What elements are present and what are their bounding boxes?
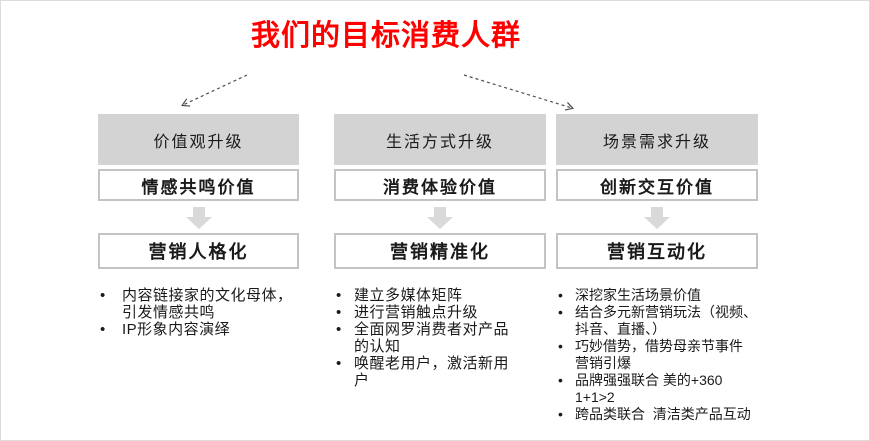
dashed-arrow-right	[463, 74, 575, 111]
bullet-item: • IP形象内容演绎	[98, 321, 309, 338]
bullet-text: 深挖家生活场景价值	[575, 287, 701, 303]
bullet-item: • 巧妙借势，借势母亲节事件 营销引爆	[556, 338, 768, 372]
bullet-dot-icon: •	[100, 287, 106, 304]
bullet-dot-icon: •	[336, 287, 342, 304]
column-header: 价值观升级	[98, 114, 299, 165]
column-header: 场景需求升级	[556, 114, 758, 165]
bullet-text: 唤醒老用户，激活新用 户	[354, 355, 510, 389]
bullet-text: 跨品类联合 清洁类产品互动	[575, 406, 751, 422]
bullet-text: 内容链接家的文化母体， 引发情感共鸣	[122, 287, 293, 321]
bullet-item: • 结合多元新营销玩法（视频、 抖音、直播、）	[556, 304, 768, 338]
value-box: 消费体验价值	[334, 169, 546, 201]
down-arrow-head	[644, 217, 670, 229]
strategy-box: 营销人格化	[98, 233, 299, 269]
bullet-item: • 跨品类联合 清洁类产品互动	[556, 406, 768, 423]
bullet-dot-icon: •	[558, 287, 563, 303]
bullet-item: • 深挖家生活场景价值	[556, 287, 768, 304]
bullet-item: • 建立多媒体矩阵	[334, 287, 556, 304]
bullet-dot-icon: •	[558, 338, 563, 354]
down-arrow-stem	[434, 207, 446, 217]
bullet-text: 全面网罗消费者对产品 的认知	[354, 321, 510, 355]
bullet-item: • 全面网罗消费者对产品 的认知	[334, 321, 556, 355]
down-arrow-head	[427, 217, 453, 229]
down-arrow-stem	[192, 207, 205, 217]
bullet-dot-icon: •	[336, 304, 342, 321]
bullet-item: • 进行营销触点升级	[334, 304, 556, 321]
bullet-item: • 唤醒老用户，激活新用 户	[334, 355, 556, 389]
bullet-dot-icon: •	[336, 355, 342, 372]
down-arrow-icon	[644, 207, 670, 229]
bullet-text: IP形象内容演绎	[122, 321, 231, 338]
bullet-list: • 深挖家生活场景价值 • 结合多元新营销玩法（视频、 抖音、直播、） • 巧妙借势，…	[556, 287, 768, 423]
dashed-arrow-left	[180, 74, 248, 107]
bullet-list: • 建立多媒体矩阵 • 进行营销触点升级 • 全面网罗消费者对产品 的认知 • 唤醒老用…	[334, 287, 556, 389]
value-box: 情感共鸣价值	[98, 169, 299, 201]
bullet-text: 巧妙借势，借势母亲节事件 营销引爆	[575, 338, 743, 371]
column-scenario-demand-upgrade: 场景需求升级 创新交互价值 营销互动化 • 深挖家生活场景价值 • 结合多元新营销玩…	[556, 114, 758, 423]
bullet-text: 品牌强强联合 美的+360 1+1>2	[575, 372, 723, 405]
bullet-dot-icon: •	[558, 304, 563, 320]
column-lifestyle-upgrade: 生活方式升级 消费体验价值 营销精准化 • 建立多媒体矩阵 • 进行营销触点升级 •…	[334, 114, 546, 389]
down-arrow-stem	[651, 207, 663, 217]
page-title: 我们的目标消费人群	[250, 20, 521, 52]
down-arrow-icon	[185, 207, 212, 229]
bullet-list: • 内容链接家的文化母体， 引发情感共鸣 • IP形象内容演绎	[98, 287, 309, 338]
strategy-box: 营销精准化	[334, 233, 546, 269]
bullet-dot-icon: •	[100, 321, 106, 338]
value-box: 创新交互价值	[556, 169, 758, 201]
bullet-dot-icon: •	[558, 372, 563, 388]
bullet-text: 结合多元新营销玩法（视频、 抖音、直播、）	[575, 304, 757, 337]
bullet-text: 建立多媒体矩阵	[354, 287, 463, 304]
down-arrow-head	[185, 217, 212, 229]
bullet-item: • 品牌强强联合 美的+360 1+1>2	[556, 372, 768, 406]
strategy-box: 营销互动化	[556, 233, 758, 269]
down-arrow-icon	[427, 207, 453, 229]
bullet-dot-icon: •	[558, 406, 563, 422]
bullet-text: 进行营销触点升级	[354, 304, 479, 321]
column-header: 生活方式升级	[334, 114, 546, 165]
column-values-upgrade: 价值观升级 情感共鸣价值 营销人格化 • 内容链接家的文化母体， 引发情感共鸣 •…	[98, 114, 299, 338]
bullet-dot-icon: •	[336, 321, 342, 338]
bullet-item: • 内容链接家的文化母体， 引发情感共鸣	[98, 287, 309, 321]
